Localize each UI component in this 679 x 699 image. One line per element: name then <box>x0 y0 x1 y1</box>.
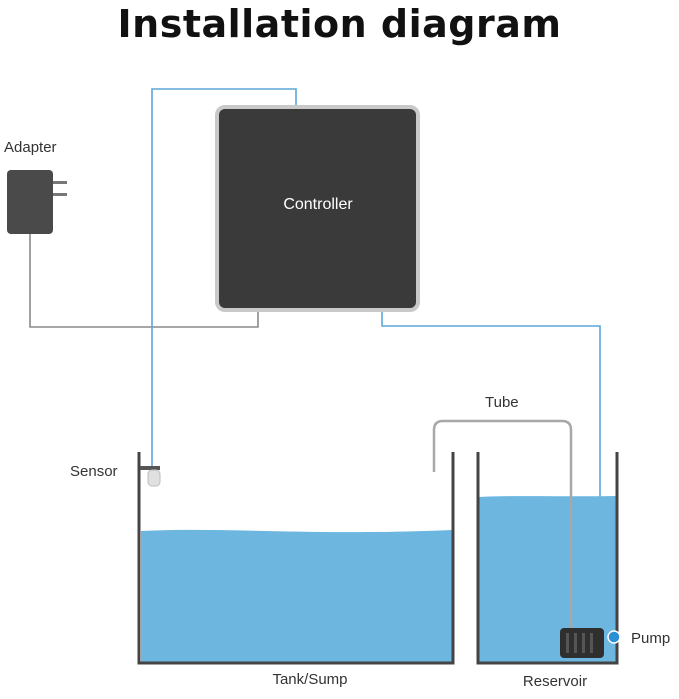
sensor-label: Sensor <box>70 463 118 480</box>
controller-label: Controller <box>283 196 353 213</box>
transfer-tube <box>432 419 573 628</box>
tank-walls <box>137 452 455 665</box>
pump-label: Pump <box>631 630 671 647</box>
adapter-label: Adapter <box>4 139 57 156</box>
adapter-cable <box>29 232 259 328</box>
controller-box <box>215 105 420 312</box>
tank-label: Tank/Sump <box>272 671 348 688</box>
tube-label: Tube <box>485 394 519 411</box>
reservoir-label: Reservoir <box>522 673 588 690</box>
sensor-icon <box>140 466 161 487</box>
pump-icon <box>560 628 621 658</box>
tank-water <box>141 529 452 662</box>
reservoir-water <box>479 496 616 662</box>
reservoir-walls <box>476 452 619 665</box>
sensor-cable <box>151 88 297 468</box>
adapter-icon <box>7 170 67 234</box>
pump-cable <box>381 311 601 633</box>
diagram-title: Installation diagram <box>117 2 562 46</box>
